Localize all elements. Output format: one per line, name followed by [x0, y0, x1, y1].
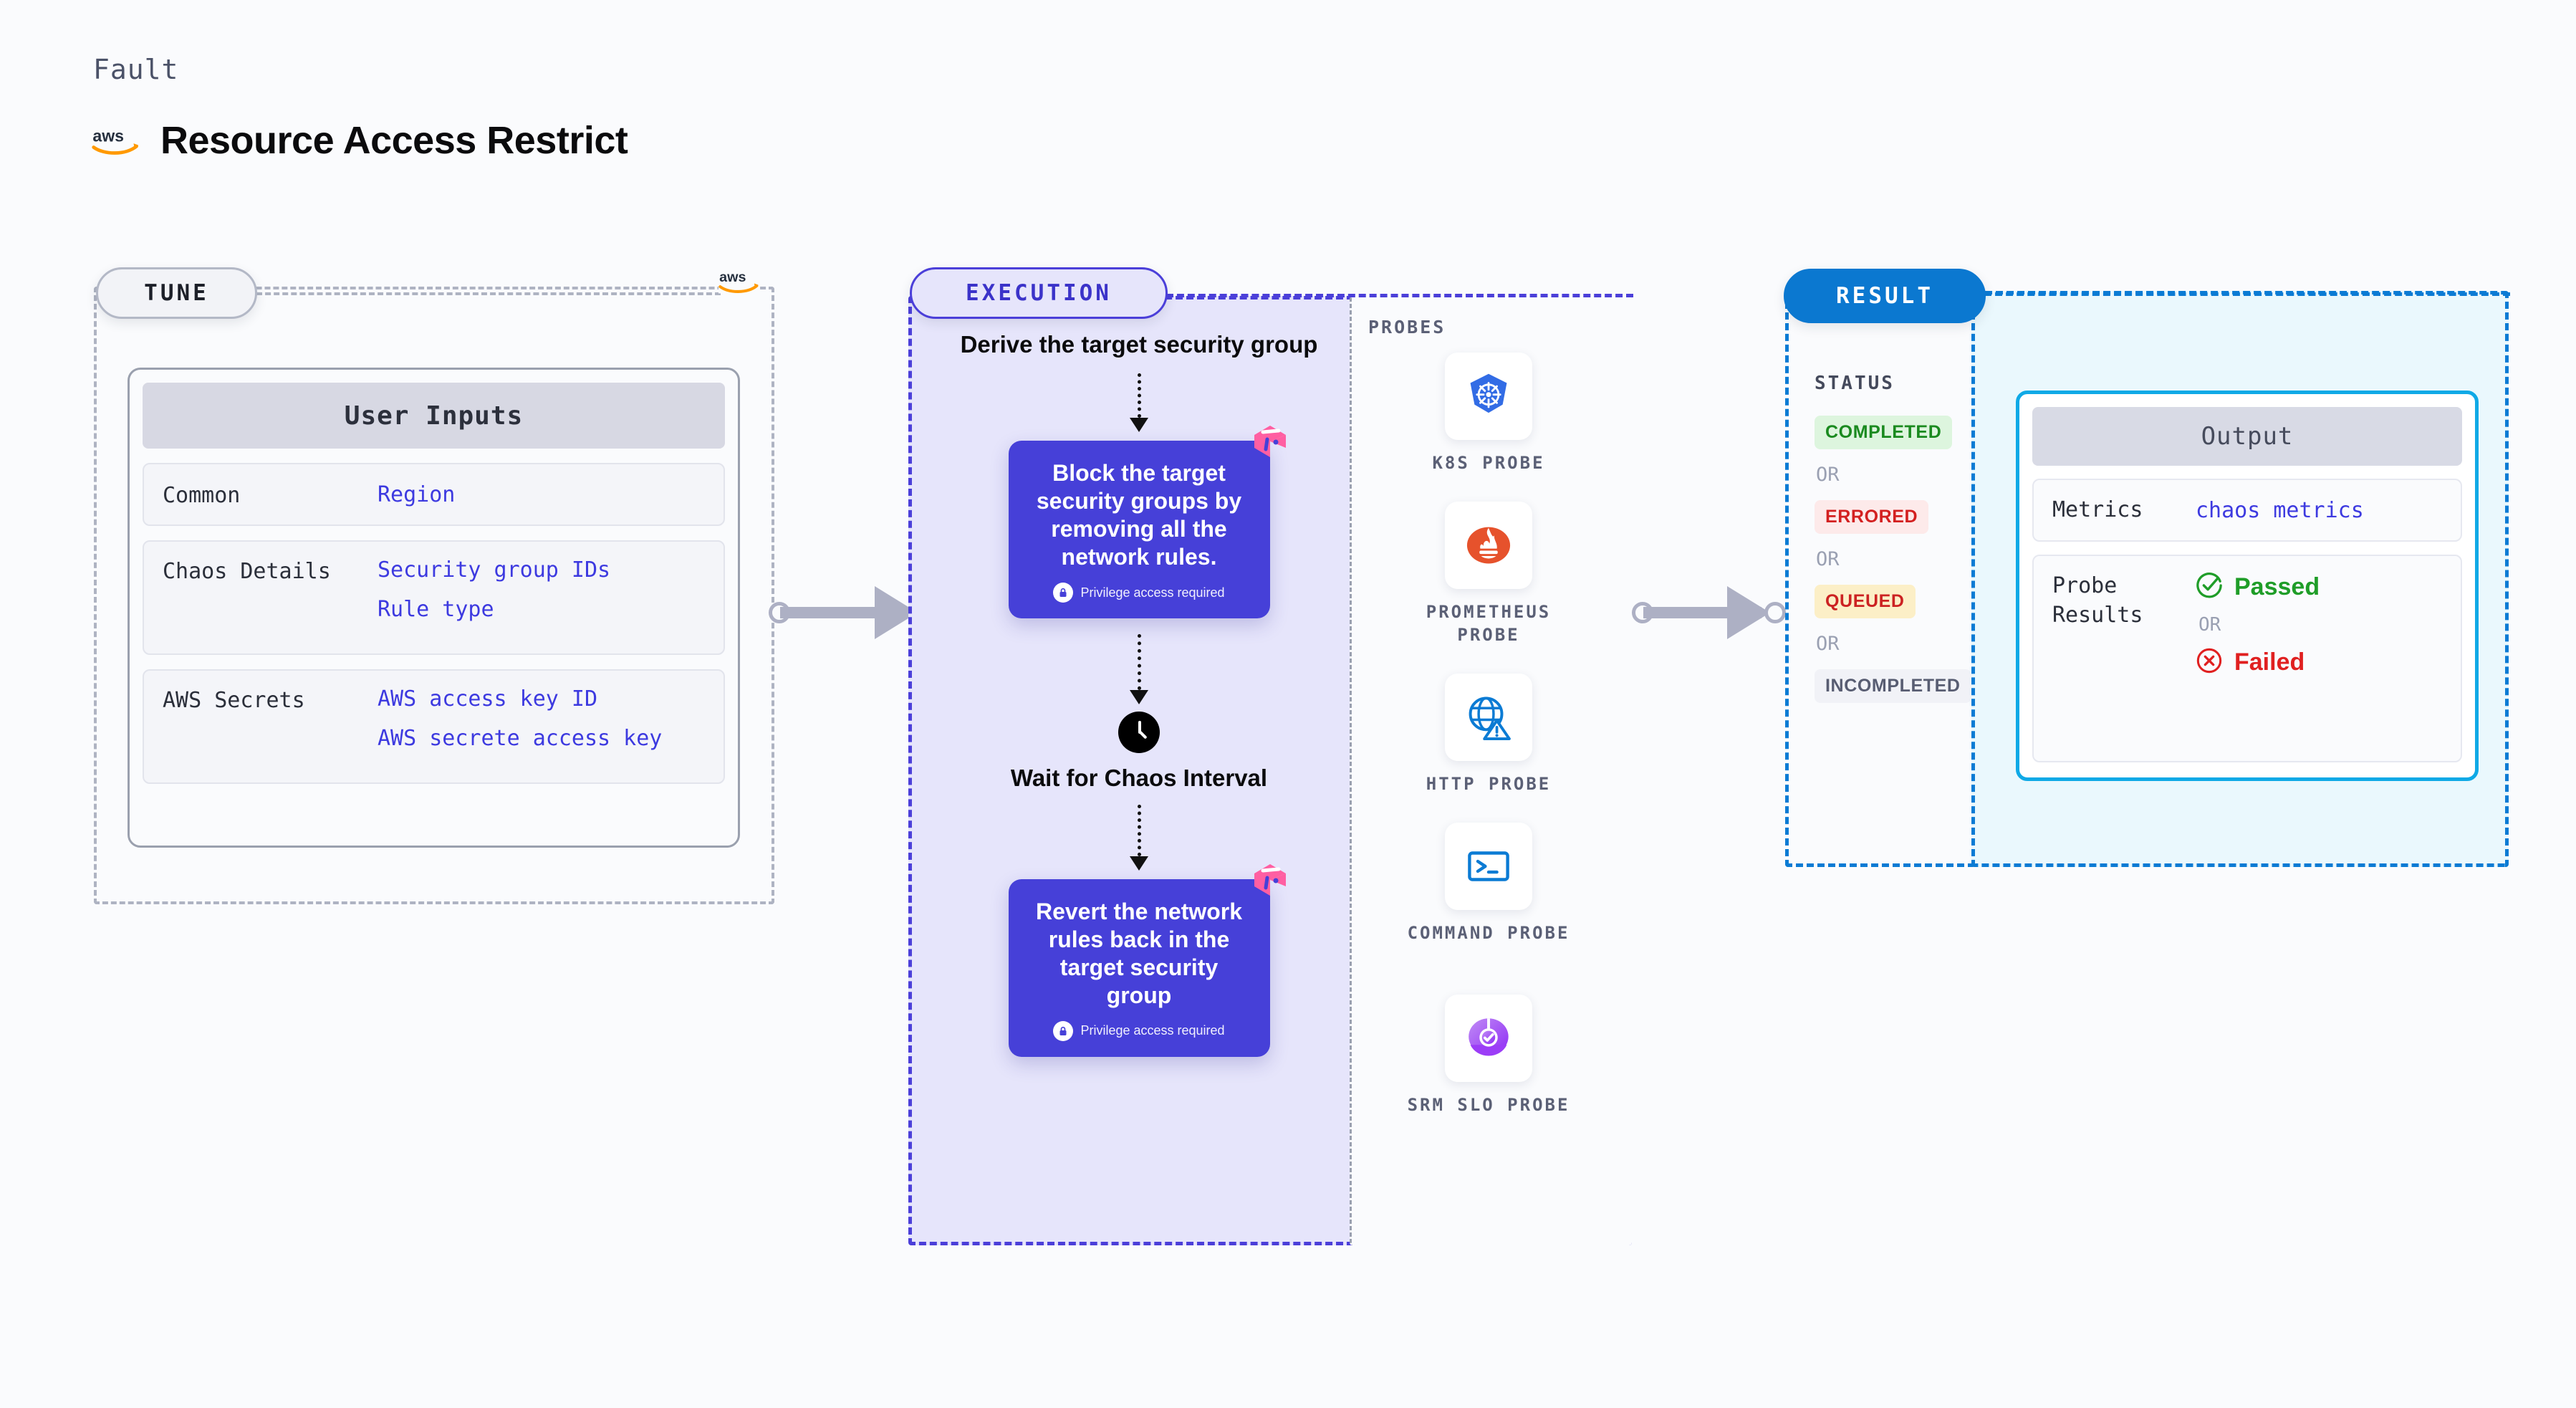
- tune-leader-line: [256, 292, 721, 295]
- user-input-row-common: Common Region: [143, 463, 725, 526]
- probe-item-srm-slo[interactable]: SRM SLO PROBE: [1395, 995, 1582, 1116]
- or-separator: OR: [2198, 614, 2221, 636]
- privilege-note: Privilege access required: [1026, 1020, 1253, 1041]
- execution-leader-line: [1166, 294, 1633, 297]
- row-value: Region: [378, 482, 456, 507]
- row-key: Metrics: [2052, 497, 2143, 522]
- output-row-metrics: Metrics chaos metrics: [2032, 479, 2462, 542]
- svg-text:aws: aws: [92, 126, 124, 145]
- status-badge-errored: ERRORED: [1815, 500, 1929, 534]
- row-key: Common: [163, 482, 241, 508]
- row-value: AWS secrete access key: [378, 726, 663, 751]
- or-separator: OR: [1816, 464, 1840, 486]
- or-separator: OR: [1816, 548, 1840, 570]
- passed-label: Passed: [2234, 573, 2320, 600]
- probe-result-passed: Passed: [2196, 572, 2320, 603]
- aws-logo-icon: aws: [719, 267, 760, 299]
- execution-step-2-text: Block the target security groups by remo…: [1036, 460, 1242, 570]
- srm-slo-icon: [1445, 995, 1532, 1082]
- svg-text:aws: aws: [719, 269, 746, 285]
- or-separator: OR: [1816, 633, 1840, 655]
- result-pill[interactable]: RESULT: [1784, 269, 1986, 323]
- probe-label: COMMAND PROBE: [1407, 923, 1570, 943]
- user-inputs-title: User Inputs: [143, 383, 725, 449]
- flow-arrow-2: [931, 634, 1347, 705]
- harness-logo-icon: [1249, 423, 1287, 463]
- execution-step-3-text: Revert the network rules back in the tar…: [1035, 898, 1243, 1008]
- lock-icon: [1053, 583, 1074, 603]
- privilege-note: Privilege access required: [1026, 583, 1253, 603]
- probe-item-http[interactable]: HTTP PROBE: [1395, 674, 1582, 795]
- tune-region: [94, 287, 774, 904]
- wait-step-title: Wait for Chaos Interval: [1010, 765, 1268, 792]
- connector-dot-right: [1764, 602, 1786, 623]
- page-title-row: aws Resource Access Restrict: [92, 118, 628, 163]
- x-circle-icon: [2196, 647, 2223, 678]
- output-card-title: Output: [2032, 407, 2462, 466]
- http-globe-icon: [1445, 674, 1532, 761]
- probes-title: PROBES: [1368, 317, 1446, 337]
- row-value: Rule type: [378, 597, 494, 622]
- aws-logo-icon: aws: [92, 124, 140, 157]
- execution-step-1-title: Derive the target security group: [960, 331, 1318, 358]
- privilege-note-label: Privilege access required: [1080, 1023, 1225, 1038]
- status-badge-incompleted: INCOMPLETED: [1815, 669, 1971, 703]
- check-circle-icon: [2196, 572, 2223, 603]
- flow-arrow-3: [931, 804, 1347, 871]
- probe-item-command[interactable]: COMMAND PROBE: [1395, 823, 1582, 944]
- output-row-probe-results: Probe Results Passed OR: [2032, 555, 2462, 762]
- status-list: COMPLETED OR ERRORED OR QUEUED OR INCOMP…: [1815, 416, 1979, 703]
- prometheus-icon: [1445, 502, 1532, 589]
- kubernetes-icon: [1445, 353, 1532, 440]
- status-badge-queued: QUEUED: [1815, 585, 1916, 618]
- probe-result-failed: Failed: [2196, 647, 2320, 678]
- probe-label: HTTP PROBE: [1426, 774, 1552, 794]
- harness-logo-icon: [1249, 862, 1287, 901]
- result-leader-line: [1984, 292, 2510, 296]
- execution-step-card-revert[interactable]: Revert the network rules back in the tar…: [1008, 863, 1286, 1057]
- output-card: Output Metrics chaos metrics Probe Resul…: [2016, 391, 2479, 781]
- row-key: Chaos Details: [163, 559, 331, 584]
- status-badge-completed: COMPLETED: [1815, 416, 1953, 449]
- probe-label: SRM SLO PROBE: [1407, 1095, 1570, 1115]
- row-value: chaos metrics: [2196, 497, 2364, 523]
- privilege-note-label: Privilege access required: [1080, 585, 1225, 600]
- execution-step-card-block[interactable]: Block the target security groups by remo…: [1008, 426, 1286, 619]
- fault-kicker: Fault: [93, 54, 179, 85]
- tune-pill[interactable]: TUNE: [96, 267, 257, 319]
- clock-icon: [1118, 712, 1160, 754]
- probes-region: [1350, 296, 1632, 1245]
- probe-label: K8S PROBE: [1432, 453, 1545, 473]
- probe-item-k8s[interactable]: K8S PROBE: [1395, 353, 1582, 474]
- user-input-row-chaos-details: Chaos Details Security group IDs Rule ty…: [143, 540, 725, 655]
- probe-item-prometheus[interactable]: PROMETHEUS PROBE: [1395, 502, 1582, 647]
- row-key: Probe Results: [2052, 573, 2143, 628]
- row-value: Security group IDs: [378, 557, 611, 583]
- page-title: Resource Access Restrict: [160, 119, 628, 162]
- row-key: AWS Secrets: [163, 688, 305, 713]
- failed-label: Failed: [2234, 648, 2305, 676]
- status-title: STATUS: [1815, 373, 1895, 394]
- row-value: AWS access key ID: [378, 686, 598, 712]
- terminal-icon: [1445, 823, 1532, 910]
- user-inputs-card: User Inputs Common Region Chaos Details …: [128, 368, 740, 848]
- execution-pill[interactable]: EXECUTION: [910, 267, 1168, 319]
- probe-label: PROMETHEUS PROBE: [1426, 602, 1552, 646]
- connector-arrowhead: [1727, 586, 1770, 639]
- user-input-row-aws-secrets: AWS Secrets AWS access key ID AWS secret…: [143, 669, 725, 784]
- lock-icon: [1053, 1020, 1074, 1041]
- execution-flow: Derive the target security group Block t…: [931, 330, 1347, 1057]
- connector-execution-to-result: [1632, 573, 1786, 652]
- flow-arrow-1: [931, 373, 1347, 433]
